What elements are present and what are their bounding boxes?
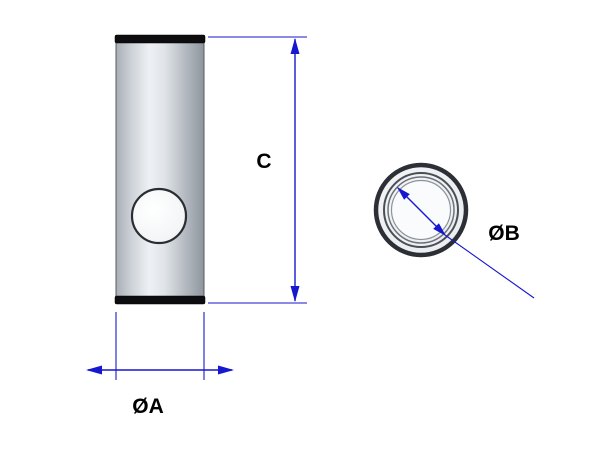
arrowhead-down-icon (290, 286, 300, 302)
arrowhead-up-icon (290, 38, 300, 54)
arrowhead-right-icon (218, 365, 234, 375)
dimension-diameter-a: ØA (86, 312, 234, 418)
arrowhead-upleft-icon (397, 187, 410, 200)
cylinder-bottom-cap (114, 295, 206, 305)
cylinder-body (115, 37, 205, 303)
cross-hole (130, 187, 188, 245)
label-outer-diameter-a: ØA (132, 395, 164, 418)
arrowhead-downright-icon (433, 223, 446, 236)
label-length-c: C (256, 150, 271, 173)
cylinder-end-view (373, 162, 469, 258)
dimension-diameter-b: ØB (397, 187, 535, 299)
end-view-ring-2 (387, 176, 455, 244)
end-view-ring-3 (390, 179, 452, 241)
arrowhead-left-icon (86, 365, 102, 375)
dimension-c: C (208, 36, 307, 304)
end-view-ring-1 (383, 172, 459, 248)
cylinder-top-cap (114, 34, 206, 44)
label-bore-diameter-b: ØB (488, 222, 520, 245)
cylinder-side-view (114, 34, 206, 305)
leader-line-b (444, 234, 535, 299)
